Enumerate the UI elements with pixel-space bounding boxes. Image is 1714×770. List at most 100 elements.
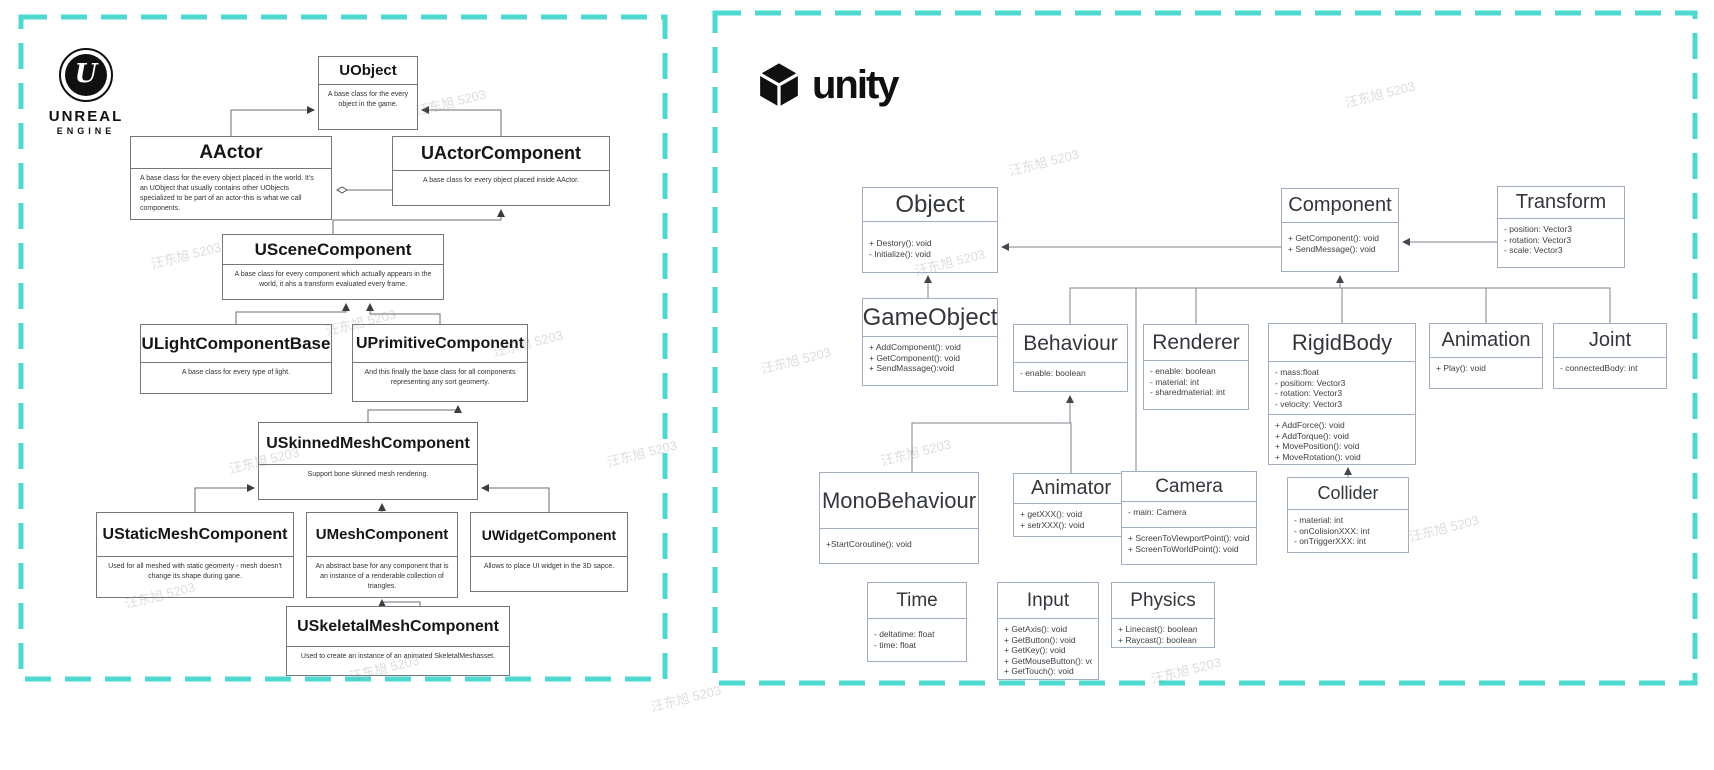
class-member: + GetButton(): void	[1004, 634, 1076, 645]
class-box-component: Component+ GetComponent(): void+ SendMes…	[1281, 188, 1399, 272]
class-title: USkinnedMeshComponent	[259, 423, 477, 465]
class-member: - connectedBody: int	[1560, 363, 1638, 373]
class-section: A base class for the every object in the…	[319, 85, 417, 129]
class-title: UPrimitiveComponent	[353, 325, 527, 363]
class-title: Component	[1282, 189, 1398, 223]
class-title: Collider	[1288, 478, 1408, 510]
class-member: - onTriggerXXX: int	[1294, 536, 1366, 546]
class-section: + Linecast(): boolean+ Raycast(): boolea…	[1112, 619, 1214, 650]
class-member: An abstract base for any component that …	[315, 563, 449, 590]
unity-brand-text: unity	[812, 63, 900, 107]
class-title: Camera	[1122, 472, 1256, 502]
class-member: + GetTouch(): void	[1004, 666, 1074, 676]
class-title: UMeshComponent	[307, 513, 457, 557]
class-member: Used for all meshed with static geomerty…	[108, 563, 282, 580]
class-member: A base class for the every object in the…	[327, 91, 409, 108]
unreal-class-boxes: UObject A base class for the every object…	[18, 14, 668, 682]
class-title: Input	[998, 583, 1098, 619]
class-member: + SendMassage():void	[869, 363, 955, 373]
unreal-logo: U UNREAL ENGINE	[46, 48, 126, 136]
class-title: USceneComponent	[223, 235, 443, 265]
unreal-logo-ring: U	[59, 48, 113, 102]
class-box-ulightcomponentbase: ULightComponentBase A base class for ever…	[140, 324, 332, 394]
class-member: A base class for every type of light.	[181, 369, 291, 376]
class-member: + Linecast(): boolean	[1118, 624, 1198, 634]
class-box-input: Input+ GetAxis(): void+ GetButton(): voi…	[997, 582, 1099, 680]
class-member: A base class for every component which a…	[234, 271, 432, 288]
class-member: + GetMouseButton(): void	[1004, 655, 1092, 666]
unreal-panel: U UNREAL ENGINE UObject A base class for …	[18, 14, 668, 682]
class-box-camera: Camera - main: Camera + ScreenToViewportPo…	[1121, 471, 1257, 565]
class-section: Used for all meshed with static geomerty…	[97, 557, 293, 597]
class-box-uobject: UObject A base class for the every object…	[318, 56, 418, 130]
class-section: + AddForce(): void+ AddTorque(): void+ M…	[1269, 414, 1415, 467]
class-title: Animator	[1014, 474, 1128, 504]
class-box-behaviour: Behaviour- enable: boolean	[1013, 324, 1128, 392]
unity-cube-icon	[759, 63, 799, 107]
class-member: - enable: boolean	[1020, 368, 1086, 378]
unity-class-boxes: Object+ Destory(): void- Initialize(): v…	[712, 10, 1698, 686]
class-member: A base class for every object placed ins…	[422, 177, 580, 184]
class-section: Allows to place UI widget in the 3D sapc…	[471, 557, 627, 591]
class-section: A base class for the every object placed…	[131, 169, 331, 219]
class-section: +StartCoroutine(): void	[820, 529, 978, 563]
class-member: + MovePosition(): void	[1275, 441, 1360, 451]
class-box-animator: Animator+ getXXX(): void+ setrXXX(): voi…	[1013, 473, 1129, 537]
class-member: + Play(): void	[1436, 363, 1486, 373]
class-member: And this finally the base class for all …	[364, 369, 516, 386]
class-member: - positiom: Vector3	[1275, 377, 1346, 388]
class-section: - enable: boolean- material: int- shared…	[1144, 361, 1248, 409]
class-section: A base class for every type of light.	[141, 363, 331, 393]
class-title: Object	[863, 188, 997, 222]
class-member: + Destory(): void	[869, 238, 932, 248]
class-box-uscenecomponent: USceneComponent A base class for every co…	[222, 234, 444, 300]
class-member: - rotation: Vector3	[1504, 234, 1572, 245]
class-section: - enable: boolean	[1014, 363, 1127, 391]
class-title: UObject	[319, 57, 417, 85]
class-box-transform: Transform- position: Vector3- rotation: …	[1497, 186, 1625, 268]
class-member: + GetComponent(): void	[869, 352, 960, 363]
class-title: ULightComponentBase	[141, 325, 331, 363]
class-section: - main: Camera	[1122, 502, 1256, 527]
class-member: Allows to place UI widget in the 3D sapc…	[483, 563, 615, 570]
class-member: - position: Vector3	[1504, 224, 1573, 234]
class-member: - Initialize(): void	[869, 248, 931, 259]
class-box-physics: Physics+ Linecast(): boolean+ Raycast():…	[1111, 582, 1215, 648]
class-box-renderer: Renderer- enable: boolean- material: int…	[1143, 324, 1249, 410]
class-section: Support bone skinned mesh rendering.	[259, 465, 477, 499]
class-member: - main: Camera	[1128, 507, 1187, 517]
class-member: Support bone skinned mesh rendering.	[307, 471, 429, 478]
class-member: + MoveRotation(): void	[1275, 451, 1361, 462]
class-member: + SendMessage(): void	[1288, 243, 1376, 254]
class-member: - deltatime: float	[874, 629, 935, 639]
class-box-animation: Animation+ Play(): void	[1429, 323, 1543, 389]
class-section: A base class for every object placed ins…	[393, 171, 609, 205]
class-title: RigidBody	[1269, 324, 1415, 362]
class-box-time: Time- deltatime: float- time: float	[867, 582, 967, 662]
class-title: AActor	[131, 137, 331, 169]
class-title: Joint	[1554, 324, 1666, 358]
class-member: - rotation: Vector3	[1275, 388, 1343, 398]
unreal-brand-text: UNREAL	[48, 108, 124, 125]
class-box-rigidbody: RigidBody- mass:float- positiom: Vector3…	[1268, 323, 1416, 465]
unity-logo: unity	[756, 62, 900, 108]
class-section: + GetAxis(): void+ GetButton(): void+ Ge…	[998, 619, 1098, 682]
class-section: + Destory(): void- Initialize(): void	[863, 222, 997, 272]
class-member: + AddTorque(): void	[1275, 430, 1349, 441]
class-member: + ScreenToViewportPoint(): void	[1128, 533, 1250, 544]
class-member: - onColisionXXX: int	[1294, 525, 1370, 536]
class-box-object: Object+ Destory(): void- Initialize(): v…	[862, 187, 998, 273]
class-section: - material: int- onColisionXXX: int- onT…	[1288, 510, 1408, 552]
class-section: And this finally the base class for all …	[353, 363, 527, 401]
class-member: - material: int	[1294, 515, 1344, 525]
class-section: Used to create an instance of an animate…	[287, 647, 509, 675]
class-member: +StartCoroutine(): void	[826, 539, 912, 549]
class-title: MonoBehaviour	[820, 473, 978, 529]
